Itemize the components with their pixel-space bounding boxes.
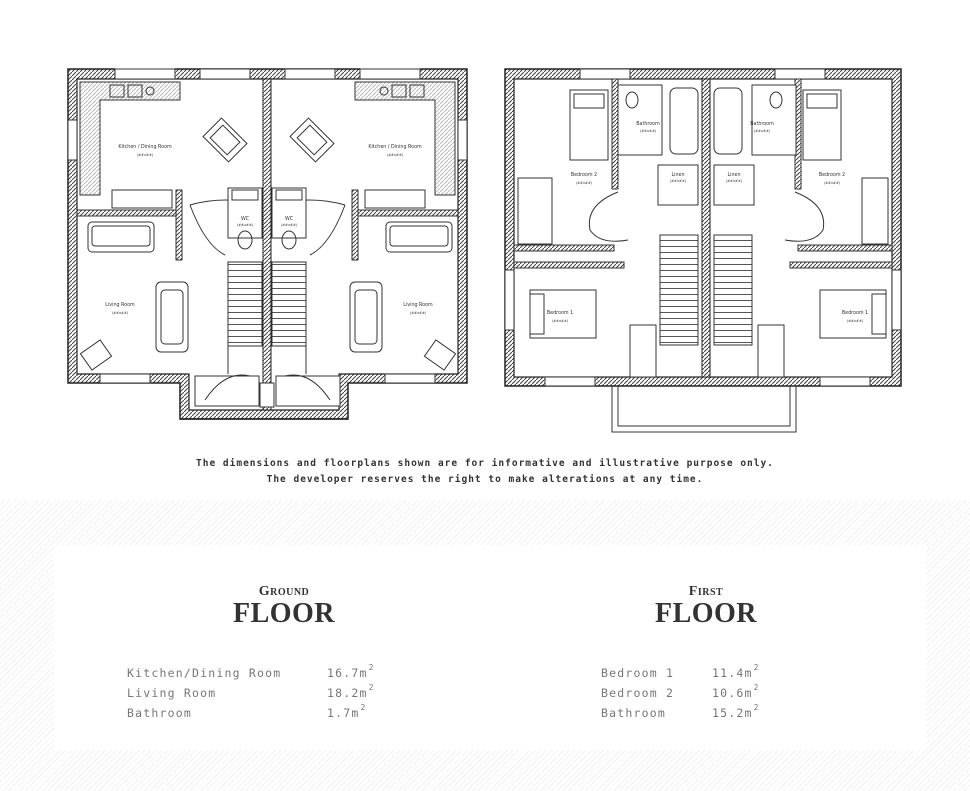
first-right-bathroom-size: (##x##): [754, 129, 771, 133]
area-unit-exponent: 2: [753, 683, 760, 692]
room-name: Living Room: [127, 686, 217, 700]
first-party-wall: [701, 78, 711, 378]
area-unit-exponent: 2: [368, 663, 375, 672]
room-name: Kitchen/Dining Room: [127, 666, 282, 680]
first-left-bathroom-size: (##x##): [640, 129, 657, 133]
first-left-bedroom1-size: (##x##): [552, 319, 569, 323]
first-floor-plan: [504, 68, 902, 433]
first-left-bathroom-label: Bathroom: [636, 121, 660, 127]
first-right-bathroom-label: Bathroom: [750, 121, 774, 127]
room-name: Bathroom: [127, 706, 192, 720]
ground-floor-room-list: Kitchen/Dining Room 16.7m2 Living Room 1…: [127, 663, 407, 723]
floorplans: Kitchen / Dining Room (##x##) Kitchen / …: [67, 67, 902, 433]
first-right-linen-size: (##x##): [726, 179, 743, 183]
room-area: 16.7m: [327, 666, 368, 680]
ground-left-kitchen-label: Kitchen / Dining Room: [118, 144, 172, 150]
first-floor-title-big: FLOOR: [654, 598, 758, 629]
area-unit-exponent: 2: [753, 663, 760, 672]
ground-left-wc-size: (##x##): [237, 223, 254, 227]
room-area: 15.2m: [712, 706, 753, 720]
first-left-bedroom2-label: Bedroom 2: [571, 172, 597, 178]
first-left-linen-label: Linen: [671, 172, 684, 178]
ground-room-row: Bathroom 1.7m2: [127, 703, 407, 723]
ground-left-wc-label: WC: [241, 216, 250, 222]
first-floor-title-small: First: [688, 584, 724, 599]
ground-right-living-label: Living Room: [403, 302, 433, 308]
first-floor-room-list: Bedroom 1 11.4m2 Bedroom 2 10.6m2 Bathro…: [601, 663, 861, 723]
room-name: Bedroom 1: [601, 666, 675, 680]
ground-party-wall: [262, 78, 272, 411]
ground-right-wc-size: (##x##): [281, 223, 298, 227]
ground-left-living-label: Living Room: [105, 302, 135, 308]
ground-right-kitchen-size: (##x##): [387, 153, 404, 157]
area-unit-exponent: 2: [368, 683, 375, 692]
room-area: 11.4m: [712, 666, 753, 680]
room-area: 18.2m: [327, 686, 368, 700]
ground-floor-title-small: Ground: [258, 584, 310, 599]
ground-room-row: Kitchen/Dining Room 16.7m2: [127, 663, 407, 683]
first-room-row: Bathroom 15.2m2: [601, 703, 861, 723]
first-left-bedroom1-label: Bedroom 1: [547, 310, 573, 316]
ground-right-wc-label: WC: [285, 216, 294, 222]
ground-left-living-size: (##x##): [112, 311, 129, 315]
first-right-bedroom1-label: Bedroom 1: [842, 310, 868, 316]
ground-floor-heading: Ground FLOOR: [184, 585, 384, 629]
ground-right-living-size: (##x##): [410, 311, 427, 315]
disclaimer: The dimensions and floorplans shown are …: [0, 456, 970, 488]
first-floor-heading: First FLOOR: [606, 585, 806, 629]
area-unit-exponent: 2: [753, 703, 760, 712]
disclaimer-line-1: The dimensions and floorplans shown are …: [196, 458, 774, 469]
ground-room-row: Living Room 18.2m2: [127, 683, 407, 703]
first-right-bedroom1-size: (##x##): [847, 319, 864, 323]
ground-left-kitchen-size: (##x##): [137, 153, 154, 157]
first-right-bedroom2-label: Bedroom 2: [819, 172, 845, 178]
disclaimer-line-2: The developer reserves the right to make…: [266, 474, 704, 485]
area-unit-exponent: 2: [360, 703, 367, 712]
ground-floor-title-big: FLOOR: [232, 598, 336, 629]
area-summary-panel: Ground FLOOR First FLOOR Kitchen/Dining …: [54, 545, 926, 750]
ground-right-kitchen-label: Kitchen / Dining Room: [368, 144, 422, 150]
ground-floor-plan: [67, 67, 468, 420]
room-name: Bathroom: [601, 706, 666, 720]
first-right-bedroom2-size: (##x##): [824, 181, 841, 185]
first-left-linen-size: (##x##): [670, 179, 687, 183]
first-room-row: Bedroom 2 10.6m2: [601, 683, 861, 703]
room-area: 1.7m: [327, 706, 360, 720]
first-right-linen-label: Linen: [727, 172, 740, 178]
room-area: 10.6m: [712, 686, 753, 700]
first-left-bedroom2-size: (##x##): [576, 181, 593, 185]
room-name: Bedroom 2: [601, 686, 675, 700]
first-room-row: Bedroom 1 11.4m2: [601, 663, 861, 683]
